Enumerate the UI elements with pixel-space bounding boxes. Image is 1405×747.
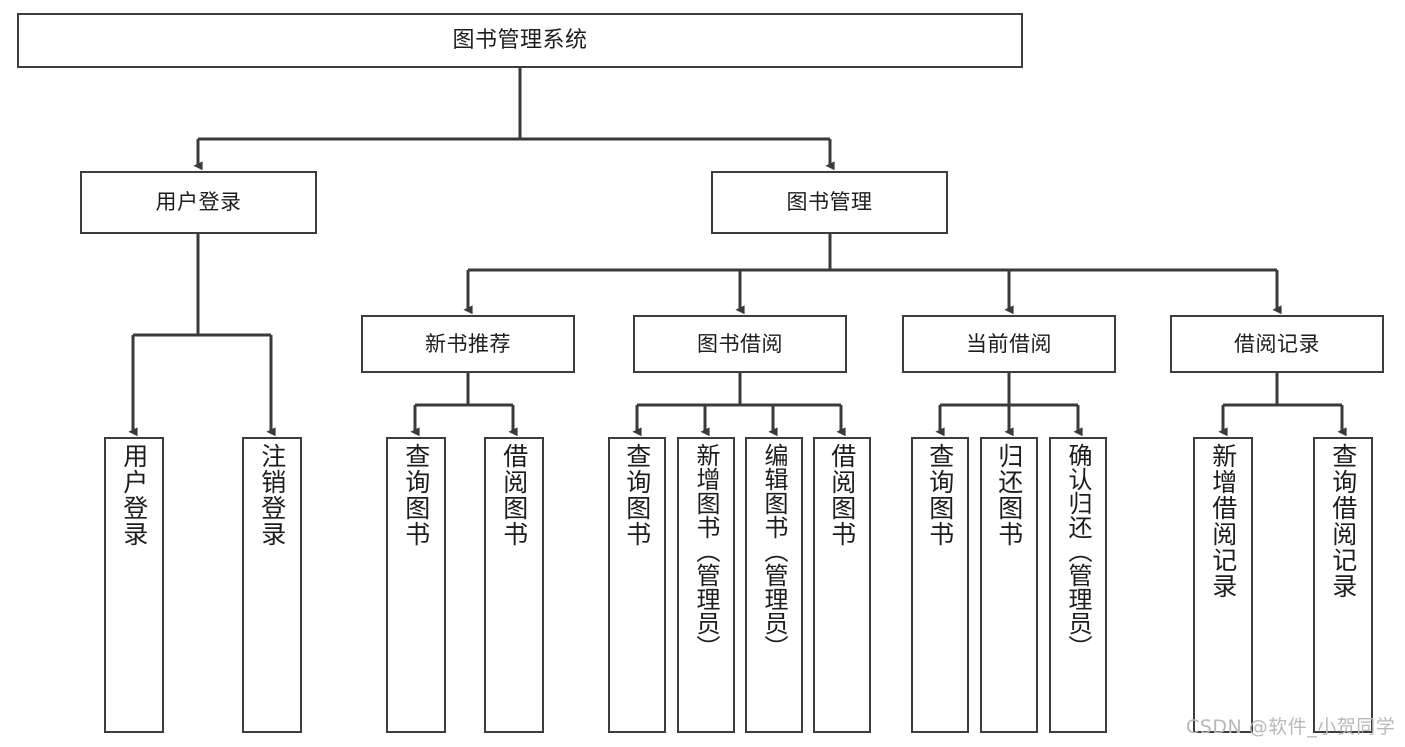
node-label: 查询图书 — [401, 443, 431, 547]
node-label: 编辑图书（管理员） — [760, 443, 788, 659]
node-borrowing-record[interactable]: 借阅记录 — [1170, 315, 1384, 373]
leaf-query-book-borrowing[interactable]: 查询图书 — [608, 437, 666, 733]
node-label: 查询借阅记录 — [1328, 443, 1358, 599]
node-label: 借阅图书 — [499, 443, 529, 547]
node-label: 用户登录 — [155, 190, 242, 215]
node-label: 借阅图书 — [827, 443, 857, 547]
node-label: 注销登录 — [257, 443, 287, 547]
node-root-book-management-system[interactable]: 图书管理系统 — [17, 13, 1023, 68]
leaf-add-borrowing-record[interactable]: 新增借阅记录 — [1193, 437, 1253, 733]
node-book-management[interactable]: 图书管理 — [711, 171, 948, 234]
node-label: 图书管理系统 — [452, 27, 588, 53]
leaf-user-login[interactable]: 用户登录 — [104, 437, 164, 733]
leaf-query-book-current[interactable]: 查询图书 — [911, 437, 969, 733]
node-label: 新书推荐 — [425, 331, 511, 356]
node-label: 图书借阅 — [697, 331, 783, 356]
node-label: 当前借阅 — [966, 331, 1052, 356]
node-label: 查询图书 — [622, 443, 652, 547]
node-label: 用户登录 — [119, 443, 149, 547]
node-current-borrowing[interactable]: 当前借阅 — [902, 315, 1116, 373]
node-new-book-recommendation[interactable]: 新书推荐 — [361, 315, 575, 373]
leaf-add-book-admin[interactable]: 新增图书（管理员） — [677, 437, 735, 733]
node-label: 查询图书 — [925, 443, 955, 547]
leaf-query-borrowing-record[interactable]: 查询借阅记录 — [1313, 437, 1373, 733]
csdn-watermark: CSDN @软件_小贺同学 — [1186, 716, 1396, 738]
leaf-query-book-new-rec[interactable]: 查询图书 — [386, 437, 446, 733]
node-label: 新增借阅记录 — [1208, 443, 1238, 599]
node-label: 确认归还（管理员） — [1064, 443, 1092, 659]
leaf-borrow-book-new-rec[interactable]: 借阅图书 — [484, 437, 544, 733]
node-book-borrowing[interactable]: 图书借阅 — [633, 315, 847, 373]
leaf-borrow-book-borrowing[interactable]: 借阅图书 — [813, 437, 871, 733]
node-label: 借阅记录 — [1234, 331, 1320, 356]
node-label: 归还图书 — [994, 443, 1024, 547]
node-label: 图书管理 — [786, 190, 873, 215]
node-label: 新增图书（管理员） — [692, 443, 720, 659]
leaf-edit-book-admin[interactable]: 编辑图书（管理员） — [745, 437, 803, 733]
leaf-confirm-return-admin[interactable]: 确认归还（管理员） — [1049, 437, 1107, 733]
leaf-return-book[interactable]: 归还图书 — [980, 437, 1038, 733]
node-user-login[interactable]: 用户登录 — [80, 171, 317, 234]
leaf-logout[interactable]: 注销登录 — [242, 437, 302, 733]
